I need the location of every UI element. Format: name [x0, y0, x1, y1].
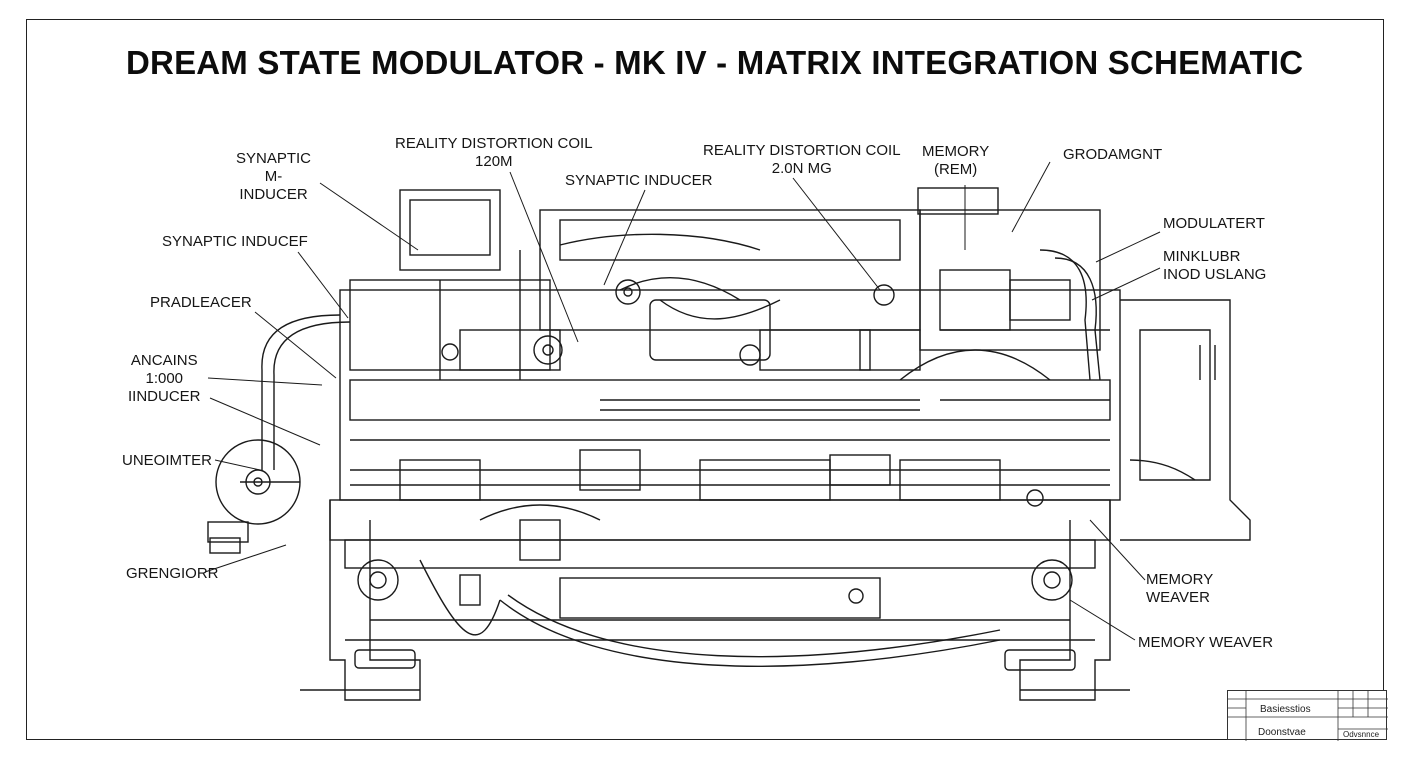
rotary-components: [207, 279, 1073, 604]
schematic-title: DREAM STATE MODULATOR - MK IV - MATRIX I…: [126, 44, 1304, 81]
label-line: INOD USLANG: [1163, 266, 1267, 283]
label-line: (REM): [933, 161, 978, 178]
label-synaptic-inducer-top: SYNAPTIC INDUCER: [565, 172, 713, 189]
machine-body: [339, 187, 1251, 606]
label-minklubr: MINKLUBR INOD USLANG: [1163, 248, 1266, 284]
label-line: M-: [264, 168, 283, 185]
label-line: REALITY DISTORTION COIL: [703, 142, 901, 159]
label-line: MEMORY: [922, 143, 990, 160]
label-line: MINKLUBR: [1163, 248, 1241, 265]
label-memory-weaver-1: MEMORY WEAVER: [1146, 571, 1213, 607]
label-uneoimter: UNEOIMTER: [122, 452, 212, 469]
label-modulatert: MODULATERT: [1163, 215, 1265, 232]
label-reality-distortion-coil-1: REALITY DISTORTION COIL 120M: [395, 135, 593, 171]
title-block-top-cell: Basiesstios: [1260, 704, 1311, 715]
label-line: INDUCER: [239, 186, 308, 203]
title-block-grid: [1228, 691, 1388, 741]
label-pradleacer: PRADLEACER: [150, 294, 252, 311]
label-line: MEMORY: [1146, 571, 1214, 588]
title-block-bottom-cell: Doonstvae: [1258, 727, 1306, 738]
label-line: 120M: [475, 153, 513, 170]
label-line: SYNAPTIC: [236, 150, 312, 167]
title-block: Basiesstios Doonstvae Odvsnnce: [1227, 690, 1388, 741]
label-synaptic-inducer-left: SYNAPTIC INDUCEF: [162, 233, 308, 250]
label-line: ANCAINS: [130, 352, 198, 369]
label-ancains: ANCAINS 1:000 IINDUCER: [128, 352, 201, 406]
label-grengiorr: GRENGIORR: [126, 565, 219, 582]
label-synaptic-m-inducer: SYNAPTIC M- INDUCER: [236, 150, 311, 204]
machine-base: [300, 499, 1130, 701]
leader-lines: [204, 161, 1161, 641]
label-memory-rem: MEMORY (REM): [922, 143, 989, 179]
label-line: 1:000: [145, 370, 184, 387]
label-line: WEAVER: [1146, 589, 1210, 606]
label-reality-distortion-coil-2: REALITY DISTORTION COIL 2.0N MG: [703, 142, 901, 178]
label-grodamgnt: GRODAMGNT: [1063, 146, 1163, 163]
label-line: REALITY DISTORTION COIL: [395, 135, 593, 152]
label-line: IINDUCER: [128, 388, 201, 405]
label-memory-weaver-2: MEMORY WEAVER: [1138, 634, 1274, 651]
label-line: 2.0N MG: [771, 160, 832, 177]
pipes-and-cables: [261, 233, 1196, 667]
drawing-border: [26, 19, 1384, 740]
title-block-small-cell: Odvsnnce: [1343, 730, 1380, 739]
